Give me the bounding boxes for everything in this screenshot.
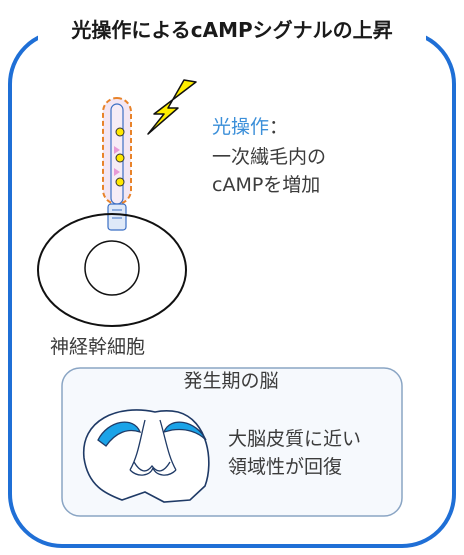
camp-dot-1	[115, 127, 125, 137]
cortex-left	[97, 421, 142, 447]
lightning-bolt-icon	[147, 79, 197, 135]
pink-marker-1	[114, 146, 120, 154]
cortex-desc-line1: 大脳皮質に近い	[228, 428, 362, 450]
pink-marker-2	[114, 168, 120, 176]
camp-dot-2	[115, 153, 125, 163]
brain-section-outline	[83, 409, 210, 503]
panel-title: 光操作によるcAMPシグナルの上昇	[71, 18, 393, 42]
neural-stem-cell-label: 神経幹細胞	[50, 336, 146, 358]
optogenetics-desc-line1: 一次繊毛内の	[212, 146, 327, 168]
optogenetics-label: 光操作：	[212, 118, 288, 137]
camp-dot-3	[115, 177, 125, 187]
cell-nucleus	[84, 240, 140, 296]
cortex-desc-line2: 領域性が回復	[228, 456, 343, 478]
basal-body	[107, 203, 127, 231]
optogenetics-colon: ：	[269, 116, 289, 138]
optogenetics-accent: 光操作	[212, 116, 270, 138]
developing-brain-heading: 発生期の脳	[183, 370, 279, 392]
cell-membrane	[37, 213, 187, 327]
title-background	[38, 14, 426, 48]
optogenetics-desc-line2: cAMPを増加	[212, 174, 321, 196]
cortex-right	[162, 421, 207, 441]
ventricle	[133, 461, 171, 472]
